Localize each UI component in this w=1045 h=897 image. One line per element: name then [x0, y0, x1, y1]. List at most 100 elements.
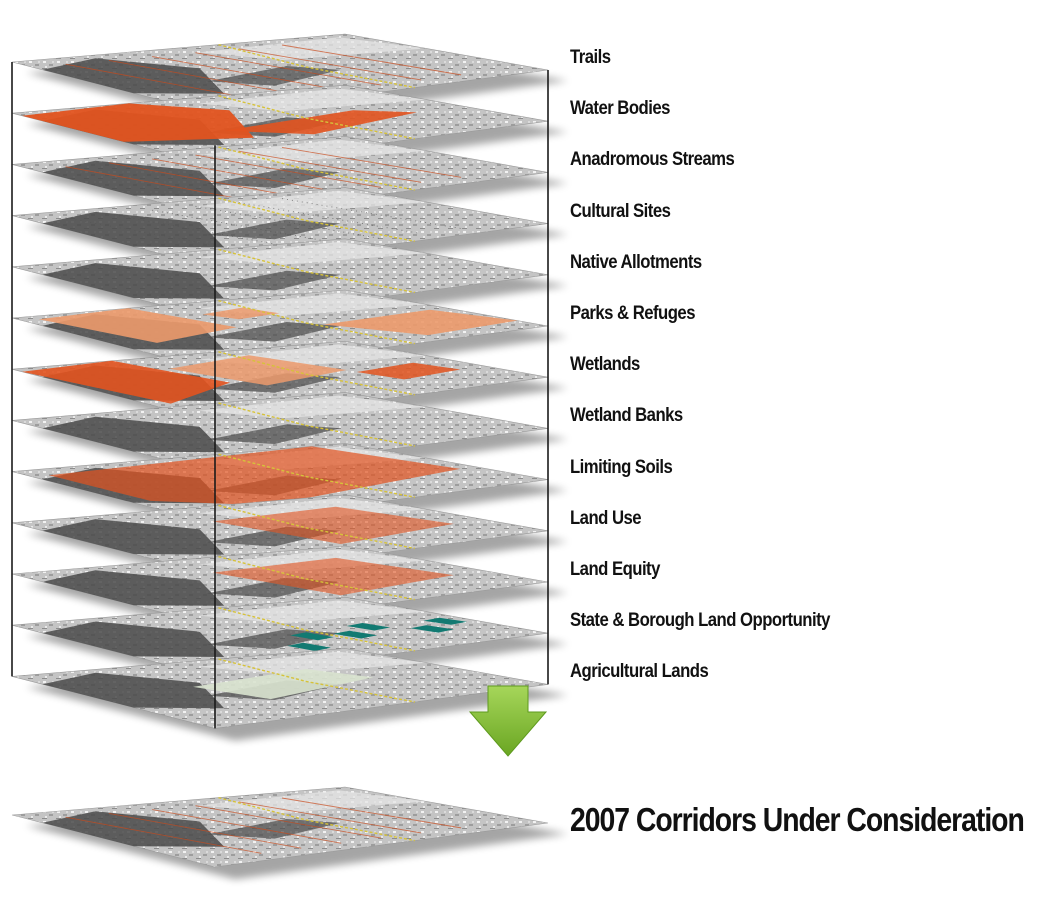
corridor-route	[218, 555, 415, 601]
result-title: 2007 Corridors Under Consideration	[570, 801, 1025, 838]
layer-label: Anadromous Streams	[570, 149, 735, 171]
feature-line	[152, 158, 342, 193]
feature-line	[108, 59, 302, 96]
layer-label: Limiting Soils	[570, 456, 673, 478]
terrain-highlight	[198, 190, 427, 214]
wetland-area	[169, 355, 347, 386]
map-layer	[11, 648, 569, 741]
feature-line	[65, 217, 262, 255]
limiting-soils-area	[49, 446, 461, 506]
feature-line	[152, 209, 342, 245]
layer-label: Water Bodies	[570, 98, 670, 120]
layer-label: Native Allotments	[570, 251, 702, 273]
layer-label: State & Borough Land Opportunity	[570, 610, 830, 632]
feature-line	[195, 805, 382, 839]
feature-line	[238, 150, 422, 183]
park-area	[202, 307, 280, 320]
layer-label: Parks & Refuges	[570, 303, 696, 324]
feature-line	[281, 146, 462, 178]
feature-line	[281, 198, 462, 229]
land-opportunity-parcel	[290, 632, 334, 641]
feature-line	[281, 44, 462, 76]
feature-line	[238, 202, 422, 235]
feature-line	[195, 154, 382, 188]
corridor-route	[218, 248, 415, 294]
layer-label: Agricultural Lands	[570, 661, 709, 683]
land-opportunity-parcel	[287, 642, 331, 651]
park-area	[38, 308, 237, 343]
corridor-route	[218, 95, 415, 140]
map-layers	[11, 33, 569, 741]
water-shape	[206, 424, 341, 444]
corridor-route	[218, 504, 415, 550]
water-shape	[42, 672, 225, 709]
corridor-route	[218, 607, 415, 652]
corridor-route	[218, 197, 415, 242]
corridor-route	[218, 658, 415, 703]
arrow-down-icon	[468, 685, 548, 757]
result-map-layer	[11, 786, 569, 880]
agricultural-area	[193, 669, 374, 700]
land-opportunity-parcel	[346, 623, 391, 631]
land-opportunity-parcel	[423, 617, 467, 625]
water-shape	[42, 621, 225, 657]
land-parcels-area	[212, 506, 454, 544]
water-shape	[42, 416, 225, 453]
wetland-area	[356, 362, 461, 380]
land-opportunity-parcel	[333, 630, 378, 639]
feature-line	[195, 52, 382, 86]
terrain-highlight	[198, 651, 427, 675]
water-shape	[206, 322, 341, 342]
corridor-route	[218, 796, 415, 842]
corridor-route	[218, 43, 415, 89]
water-shape	[206, 819, 341, 839]
terrain-highlight	[198, 139, 427, 163]
water-shape	[206, 219, 341, 240]
water-shape	[206, 270, 341, 291]
feature-line	[108, 162, 302, 199]
feature-line	[65, 816, 262, 854]
wetland-area	[22, 360, 231, 404]
layer-label: Land Use	[570, 507, 642, 529]
corridor-route	[218, 146, 415, 191]
feature-line	[238, 801, 422, 834]
feature-line	[108, 812, 302, 849]
layer-label: Wetland Banks	[570, 405, 683, 427]
terrain-highlight	[198, 242, 427, 265]
map-layer	[11, 545, 569, 639]
park-area	[323, 309, 518, 336]
stack-frame-lines	[11, 62, 549, 729]
land-opportunity-parcel	[410, 625, 454, 633]
feature-line	[152, 809, 342, 844]
feature-line	[65, 166, 262, 204]
water-bodies-area	[22, 103, 254, 142]
terrain-highlight	[198, 37, 427, 60]
terrain-highlight	[198, 498, 427, 521]
corridor-route	[218, 351, 415, 396]
terrain-highlight	[198, 549, 427, 572]
water-shape	[206, 66, 341, 86]
water-bodies-area	[223, 110, 417, 135]
terrain-highlight	[198, 790, 427, 813]
layer-label: Land Equity	[570, 559, 660, 580]
water-shape	[42, 263, 225, 299]
corridor-route	[218, 299, 415, 345]
layer-label: Wetlands	[570, 354, 640, 376]
layer-label: Cultural Sites	[570, 200, 671, 222]
feature-line	[281, 797, 462, 829]
land-parcels-area	[212, 557, 454, 596]
water-shape	[206, 168, 341, 188]
corridor-route	[218, 453, 415, 498]
water-shape	[42, 570, 225, 606]
terrain-highlight	[198, 600, 427, 624]
feature-line	[238, 48, 422, 81]
feature-line	[65, 63, 262, 101]
terrain-highlight	[198, 88, 427, 112]
water-shape	[42, 519, 225, 555]
arrow-down-icon	[468, 685, 548, 757]
terrain-highlight	[198, 395, 427, 419]
layer-label: Trails	[570, 47, 611, 68]
corridor-route	[218, 402, 415, 447]
